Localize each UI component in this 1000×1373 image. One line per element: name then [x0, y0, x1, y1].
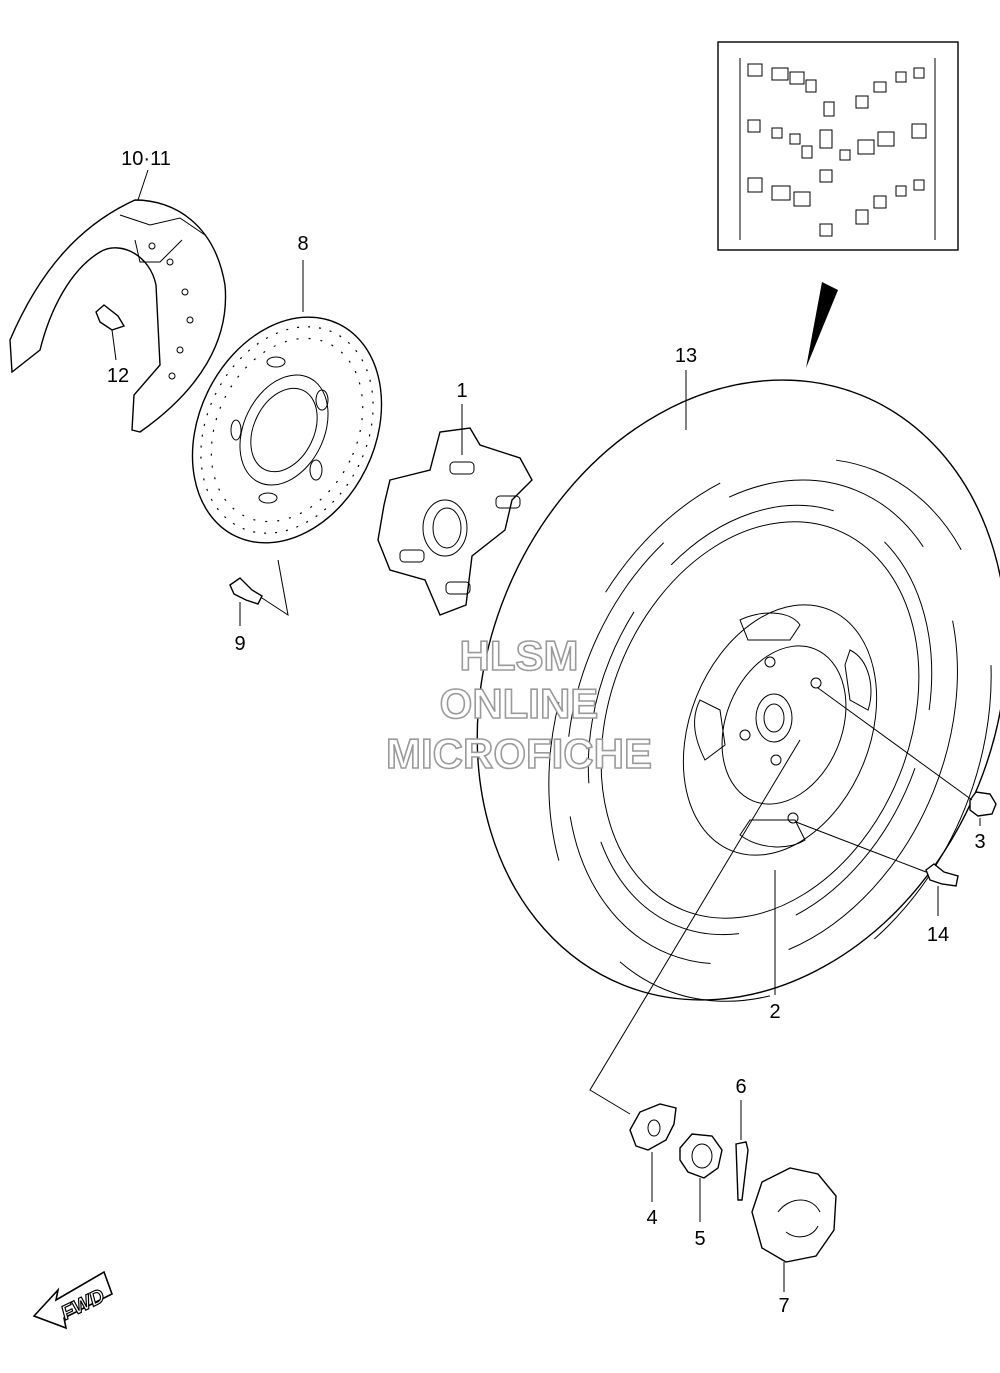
- castle-nut-5: [679, 1133, 723, 1222]
- brake-disc-cover: [9, 199, 227, 433]
- wheel-hub: [377, 427, 533, 616]
- inset-pointer-arrow: [806, 282, 838, 368]
- callout-3: 3: [974, 831, 985, 853]
- watermark-line-2: ONLINE: [440, 680, 599, 727]
- callout-1: 1: [456, 380, 467, 402]
- callout-9: 9: [234, 633, 245, 655]
- callout-6: 6: [735, 1076, 746, 1098]
- lock-washer-4: [629, 1103, 677, 1202]
- valve-14: [795, 821, 959, 916]
- callout-12: 12: [107, 365, 129, 387]
- callout-14: 14: [927, 924, 949, 946]
- brake-disc: [191, 316, 383, 544]
- tire: [476, 379, 1000, 1002]
- callout-7: 7: [778, 1295, 789, 1317]
- watermark-line-3: MICROFICHE: [386, 730, 652, 777]
- bolt-12: [95, 304, 126, 361]
- wheel-nut-3: [817, 687, 997, 826]
- watermark-line-1: HLSM: [460, 632, 579, 679]
- callout-13: 13: [675, 345, 697, 367]
- forward-direction-arrow: FWD: [32, 1270, 113, 1330]
- hub-cap-7: [751, 1167, 837, 1292]
- watermark: HLSM ONLINE MICROFICHE: [385, 631, 653, 778]
- callout-10-11: 10·11: [121, 148, 171, 170]
- callout-2: 2: [769, 1001, 780, 1023]
- callout-8: 8: [297, 233, 308, 255]
- bolt-9: [229, 559, 289, 626]
- callout-4: 4: [646, 1207, 657, 1229]
- callout-5: 5: [694, 1228, 705, 1250]
- cotter-pin-6: [735, 1100, 749, 1201]
- wheel-rim: [682, 604, 878, 856]
- tread-pattern-inset: [717, 41, 959, 251]
